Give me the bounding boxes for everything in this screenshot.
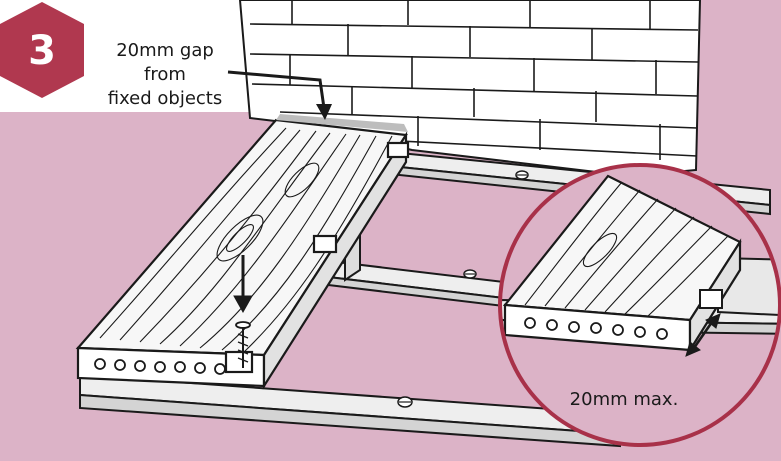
wall-gap-marker bbox=[276, 114, 408, 132]
zoom-inset bbox=[498, 163, 781, 447]
wood-grain bbox=[99, 127, 393, 353]
screw-indicator bbox=[233, 255, 253, 368]
decking-board bbox=[75, 118, 410, 390]
board-hollow-cores bbox=[94, 358, 226, 375]
max-gap-label: 20mm max. bbox=[570, 389, 679, 410]
gap-callout-line-3: fixed objects bbox=[108, 88, 223, 109]
step-badge: 3 bbox=[0, 2, 84, 98]
gap-callout-line-2: from bbox=[144, 64, 186, 85]
gap-callout: 20mm gap from fixed objects bbox=[108, 40, 223, 109]
zoom-ring bbox=[498, 163, 781, 447]
fixing-clip bbox=[224, 350, 254, 374]
fixing-clip bbox=[312, 234, 338, 254]
board-side-edge bbox=[262, 131, 408, 390]
gap-leader-arrow bbox=[227, 70, 332, 120]
screw bbox=[235, 321, 251, 368]
gap-callout-line-1: 20mm gap bbox=[116, 40, 214, 61]
fixing-clip bbox=[386, 141, 410, 159]
inset-fixing-clip bbox=[699, 289, 723, 309]
step-number: 3 bbox=[28, 28, 56, 74]
max-gap-arrow bbox=[685, 313, 721, 357]
joist-front bbox=[79, 373, 621, 448]
